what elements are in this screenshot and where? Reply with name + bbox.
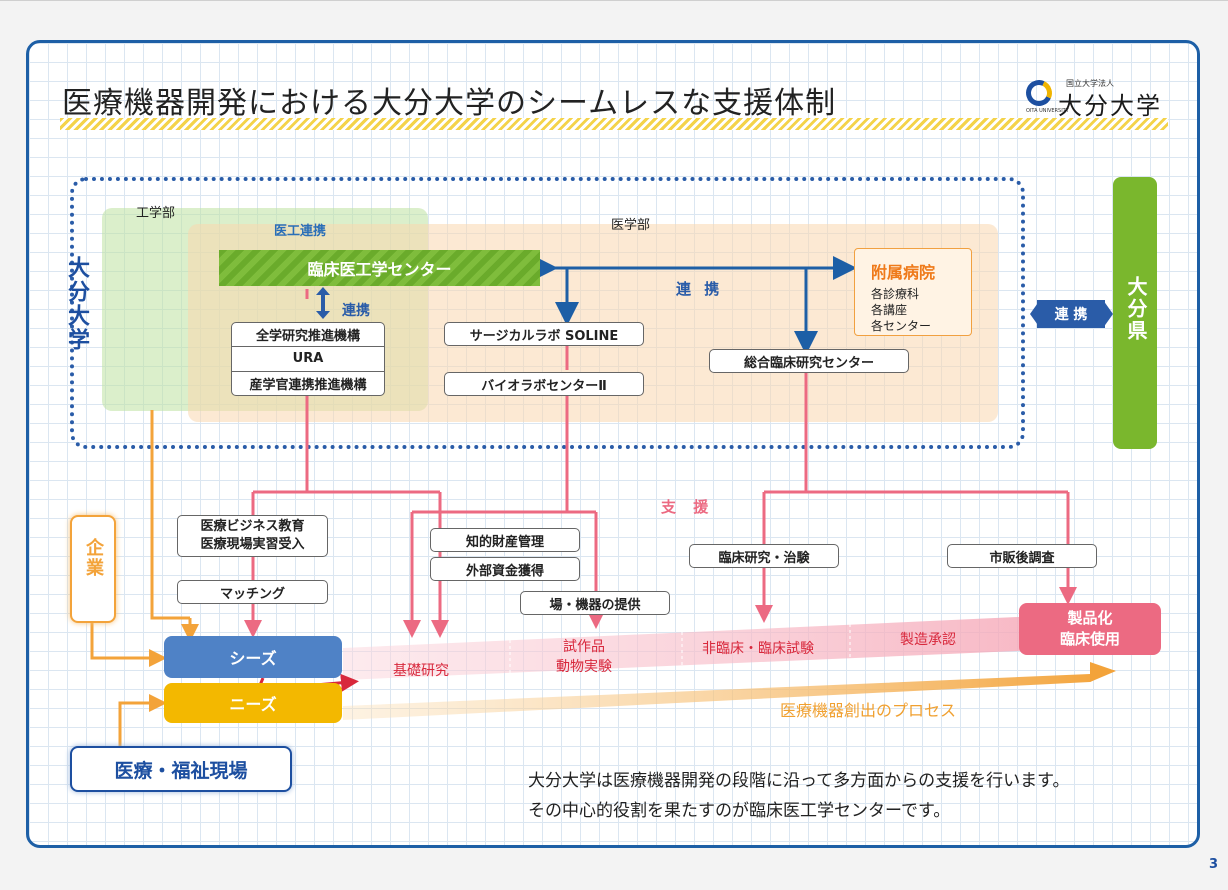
hospital-item: 各診療科 [871, 287, 920, 301]
oita-university-logo: 国立大学法人 大分大学 OITA UNIVERSITY [1022, 76, 1171, 120]
support-facility-provision: 場・機器の提供 [520, 591, 670, 615]
org-industry: 産学官連携推進機構 [249, 377, 367, 393]
support-matching: マッチング [177, 580, 328, 604]
development-band [343, 616, 1040, 680]
support-ip-management: 知的財産管理 [430, 528, 580, 552]
stage-basic-research: 基礎研究 [393, 663, 449, 679]
clinical-research-center-box: 総合臨床研究センター [709, 349, 909, 373]
page-title: 医療機器開発における大分大学のシームレスな支援体制 [62, 86, 837, 121]
biolab-box: バイオラボセンターⅡ [444, 372, 644, 396]
ikou-renkei-label: 医工連携 [274, 224, 327, 239]
org-stack: 全学研究推進機構 URA 産学官連携推進機構 [231, 322, 385, 396]
oita-prefecture [1113, 177, 1157, 449]
university-label: 大分大学 [64, 256, 89, 352]
logo-en: OITA UNIVERSITY [1026, 108, 1069, 114]
stage-prototype: 試作品 動物実験 [556, 639, 612, 675]
renkei-center-label: 連 携 [676, 280, 724, 298]
renkei-vertical-label: 連携 [342, 303, 370, 319]
prefecture-label: 大分県 [1124, 276, 1148, 342]
support-business-education: 医療ビジネス教育 医療現場実習受入 [177, 515, 328, 557]
org-ura: URA [232, 347, 384, 372]
university-boundary [70, 177, 1025, 449]
process-arrow [343, 670, 1115, 720]
process-label: 医療機器創出のプロセス [780, 701, 957, 720]
description-line: 大分大学は医療機器開発の段階に沿って多方面からの支援を行います。 [528, 771, 1070, 791]
stage-clinical-trial: 非臨床・臨床試験 [702, 641, 814, 657]
support-external-funding: 外部資金獲得 [430, 557, 580, 581]
product-launch: 製品化 臨床使用 [1019, 603, 1161, 655]
support-label: 支 援 [661, 498, 715, 516]
stage-dividers [509, 624, 851, 678]
stage-manufacturing-approval: 製造承認 [900, 632, 956, 648]
seeds-pill: シーズ [164, 636, 342, 678]
university-hospital: 附属病院 各診療科 各講座 各センター [854, 248, 972, 336]
process-arrow-head [1090, 662, 1116, 682]
page-number: 3 [1209, 857, 1219, 872]
faculty-medicine-label: 医学部 [611, 218, 651, 233]
title-underline-stripe [60, 118, 1168, 130]
page-rule [0, 0, 1228, 1]
logo-main: 大分大学 [1058, 92, 1162, 120]
soline-box: サージカルラボ SOLINE [444, 322, 644, 346]
orange-links [90, 410, 199, 746]
hospital-item: 各講座 [871, 303, 908, 317]
company-box [70, 515, 116, 623]
hospital-title: 附属病院 [871, 263, 936, 282]
company-label: 企業 [83, 538, 104, 578]
org-research: 全学研究推進機構 [232, 323, 384, 348]
prefecture-renkei-label: 連 携 [1037, 300, 1105, 328]
faculty-engineering-label: 工学部 [136, 206, 176, 221]
support-post-market: 市販後調査 [947, 544, 1097, 568]
description-line: その中心的役割を果たすのが臨床医工学センターです。 [528, 801, 951, 821]
support-clinical-trials: 臨床研究・治験 [689, 544, 839, 568]
hospital-item: 各センター [871, 319, 932, 333]
medical-welfare-field: 医療・福祉現場 [70, 746, 292, 792]
logo-sub: 国立大学法人 [1066, 79, 1114, 88]
needs-pill: ニーズ [164, 683, 342, 723]
clinical-engineering-center: 臨床医工学センター [219, 250, 540, 286]
